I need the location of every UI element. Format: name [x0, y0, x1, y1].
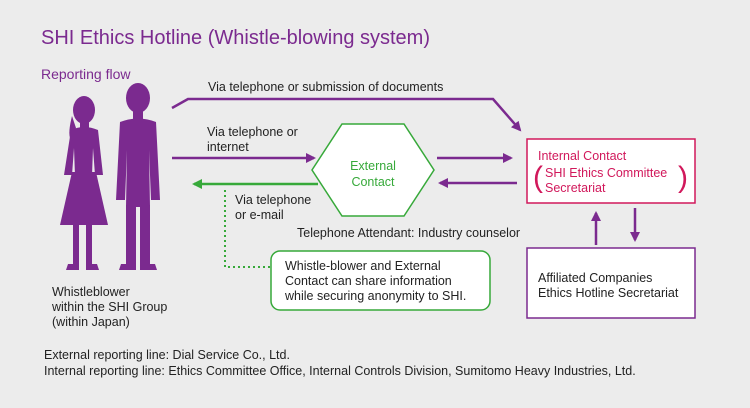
internal-contact-box: [526, 138, 696, 204]
internal-reporting-line: Internal reporting line: Ethics Committe…: [44, 364, 636, 378]
internal-contact-subtitle: SHI Ethics Committee Secretariat: [545, 166, 668, 195]
top-route-arrow: [171, 97, 522, 132]
anonymity-note: Whistle-blower and External Contact can …: [285, 259, 467, 303]
whistleblower-label: Whistleblower within the SHI Group (with…: [52, 285, 168, 329]
female-figure-icon: [60, 96, 108, 270]
external-reporting-line: External reporting line: Dial Service Co…: [44, 348, 290, 362]
internal-contact-title: Internal Contact: [538, 149, 627, 163]
section-subtitle: Reporting flow: [41, 66, 131, 82]
telephone-attendant-label: Telephone Attendant: Industry counselor: [297, 226, 521, 240]
external-contact-hexagon: [311, 123, 435, 217]
right-paren-icon: ): [678, 161, 688, 194]
male-figure-icon: [116, 83, 160, 270]
affiliated-companies-label: Affiliated Companies Ethics Hotline Secr…: [538, 271, 679, 300]
dotted-connector: [224, 190, 270, 268]
external-contact-label: External Contact: [350, 159, 396, 189]
left-paren-icon: (: [533, 161, 543, 194]
page-title: SHI Ethics Hotline (Whistle-blowing syst…: [41, 27, 430, 49]
anonymity-note-box: [270, 250, 491, 311]
to-external-label: Via telephone or internet: [207, 125, 298, 154]
top-route-label: Via telephone or submission of documents: [208, 80, 444, 94]
from-external-label: Via telephone or e-mail: [235, 193, 312, 222]
affiliated-companies-box: [526, 247, 696, 319]
